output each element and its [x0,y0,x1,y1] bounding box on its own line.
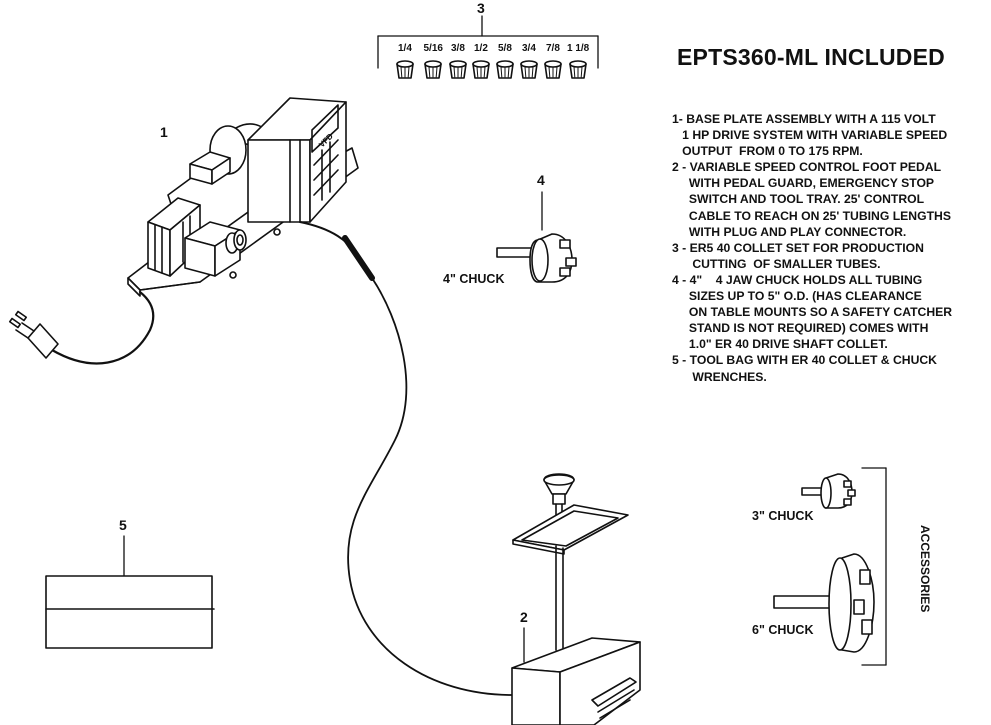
collet-icon [396,60,414,79]
description-line: 2 - VARIABLE SPEED CONTROL FOOT PEDAL [672,160,942,175]
callout-1: 1 [160,124,168,140]
page-title: EPTS360-ML INCLUDED [677,44,945,70]
collet-size-label: 7/8 [546,43,560,54]
collet-size-label: 1/2 [474,43,488,54]
collet-icon [520,60,538,79]
collet-size-label: 5/8 [498,43,512,54]
collet-icon [544,60,562,79]
description-line: OUTPUT FROM 0 TO 175 RPM. [672,144,863,159]
accessories-bracket [861,467,887,666]
control-cable [299,221,513,696]
description-line: STAND IS NOT REQUIRED) COMES WITH [672,321,929,336]
four-inch-chuck-label: 4" CHUCK [443,272,505,286]
base-plate-assembly [127,97,359,297]
six-inch-chuck-label: 6" CHUCK [752,623,814,637]
collet-icons [396,60,587,79]
foot-pedal [511,473,641,725]
three-inch-chuck-label: 3" CHUCK [752,509,814,523]
description-line: WITH PEDAL GUARD, EMERGENCY STOP [672,176,935,191]
callout-3: 3 [477,0,485,16]
description-list: 1- BASE PLATE ASSEMBLY WITH A 115 VOLT 1… [672,111,991,385]
description-line: SWITCH AND TOOL TRAY. 25' CONTROL [672,192,925,207]
collet-size-label: 5/16 [423,43,443,54]
description-line: 4 - 4" 4 JAW CHUCK HOLDS ALL TUBING [672,272,923,287]
callout-2: 2 [520,609,528,625]
collet-size-label: 1 1/8 [567,43,590,54]
description-line: 5 - TOOL BAG WITH ER 40 COLLET & CHUCK [672,353,937,368]
accessories-label: ACCESSORIES [918,525,932,613]
description-line: CABLE TO REACH ON 25' TUBING LENGTHS [672,208,951,223]
collet-icon [569,60,587,79]
collet-size-label: 3/8 [451,43,465,54]
three-inch-chuck-drawing [801,473,856,509]
collet-icon [496,60,514,79]
collet-icon [449,60,467,79]
collet-size-label: 3/4 [522,43,536,54]
description-line: 1 HP DRIVE SYSTEM WITH VARIABLE SPEED [672,128,948,143]
power-cord [8,290,155,365]
description-line: 1- BASE PLATE ASSEMBLY WITH A 115 VOLT [672,112,936,126]
collet-icon [472,60,490,79]
callout-5: 5 [119,517,127,533]
description-line: 3 - ER5 40 COLLET SET FOR PRODUCTION [672,240,924,255]
description-line: WITH PLUG AND PLAY CONNECTOR. [672,224,907,239]
collet-icon [424,60,442,79]
description-line: WRENCHES. [672,369,767,384]
description-line: ON TABLE MOUNTS SO A SAFETY CATCHER [672,305,953,320]
description-line: SIZES UP TO 5" O.D. (HAS CLEARANCE [672,289,922,304]
description-line: CUTTING OF SMALLER TUBES. [672,256,881,271]
description-line: 1.0" ER 40 DRIVE SHAFT COLLET. [672,337,888,352]
six-inch-chuck-drawing [773,553,875,653]
four-inch-chuck-drawing [496,191,577,283]
collet-size-label: 1/4 [398,43,412,54]
callout-4: 4 [537,172,545,188]
collet-set [377,15,599,69]
tool-bag [45,535,215,649]
